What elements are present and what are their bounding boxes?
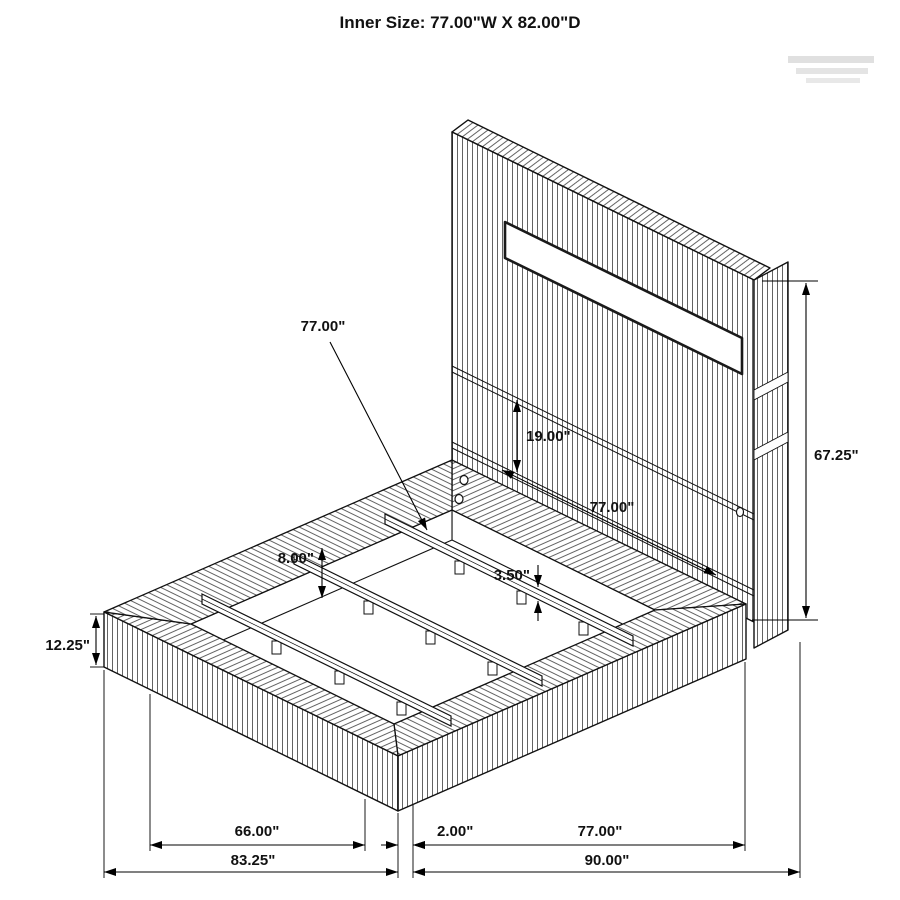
label-overall-depth: 83.25" <box>231 852 276 869</box>
slat-foot <box>578 621 589 636</box>
label-headboard-width: 77.00" <box>590 499 635 516</box>
rail-pin-hole <box>459 474 469 486</box>
label-slat-thickness: 3.50" <box>494 567 530 584</box>
label-rail-inset: 2.00" <box>437 823 473 840</box>
pillar-seam-band <box>753 371 789 401</box>
label-overall-width: 90.00" <box>585 852 630 869</box>
rail-pin-hole <box>454 493 464 505</box>
label-slat-length: 77.00" <box>301 318 346 335</box>
slat <box>201 593 452 727</box>
dim-slat-length <box>329 341 428 531</box>
dim-headboard-height <box>752 280 818 621</box>
label-rail-height: 8.00" <box>278 550 314 567</box>
slat <box>384 513 634 647</box>
slat-foot <box>487 661 498 676</box>
label-base-height: 12.25" <box>45 637 90 654</box>
dimensions <box>90 280 818 878</box>
slat-foot <box>363 600 374 615</box>
headboard-right-pillar <box>753 261 789 649</box>
pillar-seam-band <box>753 431 789 461</box>
dimension-labels: 77.00" 19.00" 77.00" 3.50" 8.00" 67.25" … <box>45 318 858 869</box>
dim-headboard-width <box>501 469 717 576</box>
label-inner-width: 77.00" <box>578 823 623 840</box>
rail-top-left <box>103 459 453 625</box>
label-headboard-height: 67.25" <box>814 447 859 464</box>
slat-foot <box>271 640 282 655</box>
dim-base-height <box>90 613 104 668</box>
diagram-title: Inner Size: 77.00"W X 82.00"D <box>340 13 581 32</box>
label-panel-gap: 19.00" <box>526 428 571 445</box>
headboard-led-panel <box>503 220 744 376</box>
slat-foot <box>454 560 465 575</box>
watermark <box>788 56 874 83</box>
label-slat-clear-span: 66.00" <box>235 823 280 840</box>
slats <box>201 513 634 727</box>
slat <box>293 553 543 687</box>
headboard-port <box>735 506 745 518</box>
